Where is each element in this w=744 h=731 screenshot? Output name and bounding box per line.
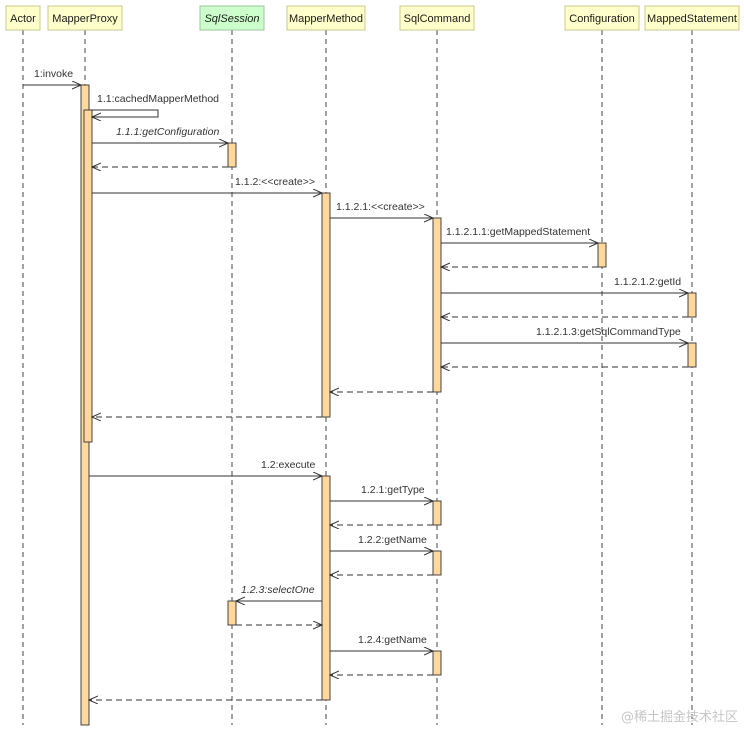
message-getconfiguration: 1.1.1:getConfiguration bbox=[92, 126, 228, 167]
svg-text:SqlCommand: SqlCommand bbox=[404, 13, 471, 25]
activation-sqlsession-2 bbox=[227, 600, 237, 626]
participant-sqlsession: SqlSession bbox=[199, 5, 265, 31]
message-gettype: 1.2.1:getType bbox=[330, 484, 433, 525]
activation-mappedstatement-2 bbox=[687, 342, 697, 368]
message-create-sqlcommand: 1.1.2.1:<<create>> bbox=[330, 201, 433, 218]
svg-text:MapperProxy: MapperProxy bbox=[52, 13, 118, 25]
label-create-sqlcommand: 1.1.2.1:<<create>> bbox=[336, 201, 425, 213]
participant-actor: Actor bbox=[5, 5, 41, 31]
label-getmappedstatement: 1.1.2.1.1:getMappedStatement bbox=[446, 226, 590, 238]
label-gettype: 1.2.1:getType bbox=[361, 484, 425, 496]
activation-sqlcommand-2 bbox=[432, 500, 442, 526]
activation-mappedstatement-1 bbox=[687, 292, 697, 318]
label-getid: 1.1.2.1.2:getId bbox=[614, 276, 681, 288]
label-invoke: 1:invoke bbox=[34, 68, 73, 80]
svg-text:Configuration: Configuration bbox=[569, 13, 634, 25]
svg-text:MapperMethod: MapperMethod bbox=[289, 13, 363, 25]
label-execute: 1.2:execute bbox=[261, 459, 315, 471]
message-getname-1: 1.2.2:getName bbox=[330, 534, 433, 575]
activation-configuration-1 bbox=[597, 242, 607, 268]
activation-sqlcommand-4 bbox=[432, 650, 442, 676]
participant-mappedstatement: MappedStatement bbox=[644, 5, 740, 31]
participant-sqlcommand: SqlCommand bbox=[399, 5, 475, 31]
activation-sqlsession-1 bbox=[227, 142, 237, 168]
message-invoke: 1:invoke bbox=[23, 68, 81, 85]
message-create-mappermethod: 1.1.2:<<create>> bbox=[92, 176, 322, 193]
svg-text:MappedStatement: MappedStatement bbox=[647, 13, 737, 25]
activation-mapperproxy-inner bbox=[83, 109, 93, 443]
svg-text:SqlSession: SqlSession bbox=[204, 13, 259, 25]
participant-mapperproxy: MapperProxy bbox=[47, 5, 123, 31]
activation-mappermethod-2 bbox=[321, 475, 331, 701]
label-create-mappermethod: 1.1.2:<<create>> bbox=[235, 176, 315, 188]
participant-mappermethod: MapperMethod bbox=[286, 5, 366, 31]
message-getsqlcommandtype: 1.1.2.1.3:getSqlCommandType bbox=[441, 326, 688, 367]
message-execute: 1.2:execute bbox=[89, 459, 322, 476]
activations bbox=[80, 84, 697, 726]
label-cachedmappermethod: 1.1:cachedMapperMethod bbox=[97, 93, 219, 105]
activation-sqlcommand-1 bbox=[432, 217, 442, 393]
message-cachedmappermethod: 1.1:cachedMapperMethod bbox=[89, 93, 219, 117]
activation-sqlcommand-3 bbox=[432, 550, 442, 576]
label-getname-1: 1.2.2:getName bbox=[358, 534, 427, 546]
svg-text:Actor: Actor bbox=[10, 13, 36, 25]
activation-mappermethod-1 bbox=[321, 192, 331, 418]
participant-configuration: Configuration bbox=[564, 5, 640, 31]
label-getconfiguration: 1.1.1:getConfiguration bbox=[116, 126, 219, 138]
message-getmappedstatement: 1.1.2.1.1:getMappedStatement bbox=[441, 226, 598, 267]
label-selectone: 1.2.3:selectOne bbox=[241, 584, 315, 596]
message-getname-2: 1.2.4:getName bbox=[330, 634, 433, 675]
message-selectone: 1.2.3:selectOne bbox=[236, 584, 322, 625]
message-getid: 1.1.2.1.2:getId bbox=[441, 276, 688, 317]
label-getname-2: 1.2.4:getName bbox=[358, 634, 427, 646]
watermark: @稀土掘金技术社区 bbox=[620, 710, 738, 725]
label-getsqlcommandtype: 1.1.2.1.3:getSqlCommandType bbox=[536, 326, 681, 338]
